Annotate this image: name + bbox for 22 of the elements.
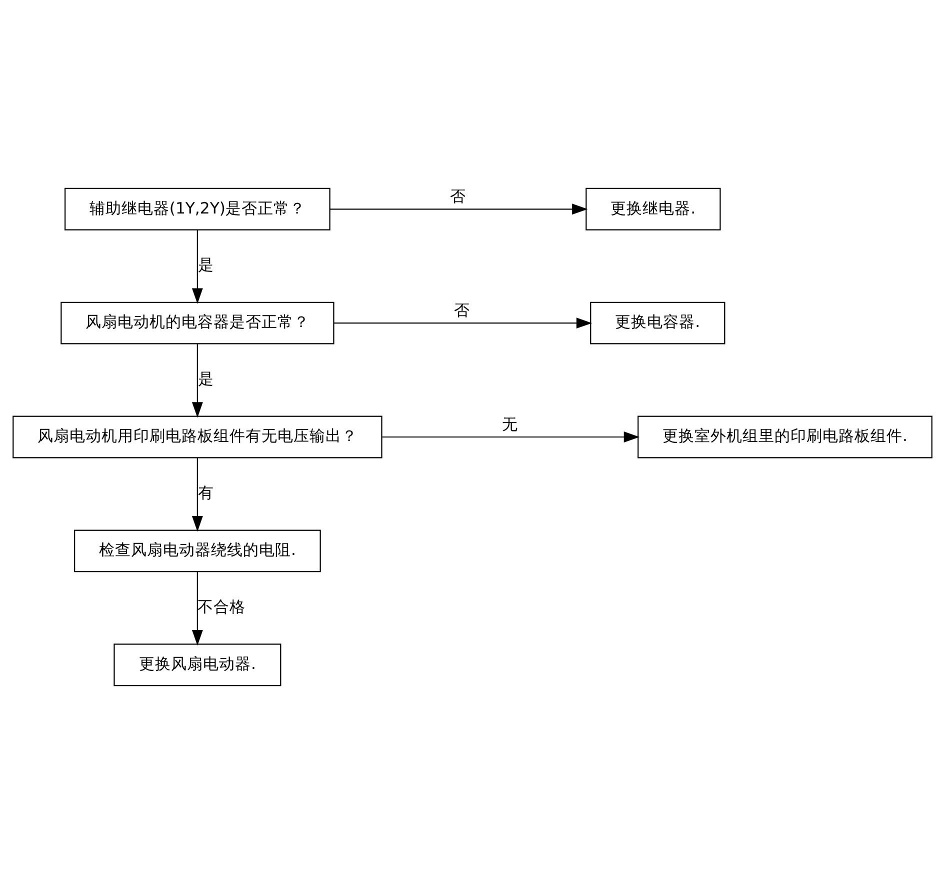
- node-box: 风扇电动机的电容器是否正常？: [60, 301, 334, 344]
- node-box: 辅助继电器(1Y,2Y)是否正常？: [64, 187, 330, 230]
- node-box: 更换继电器.: [586, 187, 721, 230]
- edge-label: 否: [454, 300, 470, 319]
- node-box: 更换风扇电动器.: [114, 643, 282, 686]
- node-box: 更换室外机组里的印刷电路板组件.: [638, 415, 932, 458]
- edge-label: 否: [450, 186, 466, 206]
- arrow: [192, 344, 203, 418]
- arrow: [192, 458, 203, 532]
- edge-label: 是: [198, 368, 214, 388]
- node-box: 风扇电动机用印刷电路板组件有无电压输出？: [12, 415, 382, 458]
- arrow: [330, 203, 588, 214]
- arrow: [192, 230, 203, 304]
- edge-label: 是: [198, 254, 214, 274]
- arrow: [382, 431, 640, 442]
- node-box: 更换电容器.: [590, 301, 726, 344]
- arrow: [334, 317, 592, 328]
- edge-label: 无: [502, 414, 518, 433]
- arrow: [192, 572, 203, 646]
- node-box: 检查风扇电动器绕线的电阻.: [74, 529, 321, 572]
- edge-label: 不合格: [197, 596, 246, 616]
- edge-label: 有: [198, 482, 214, 502]
